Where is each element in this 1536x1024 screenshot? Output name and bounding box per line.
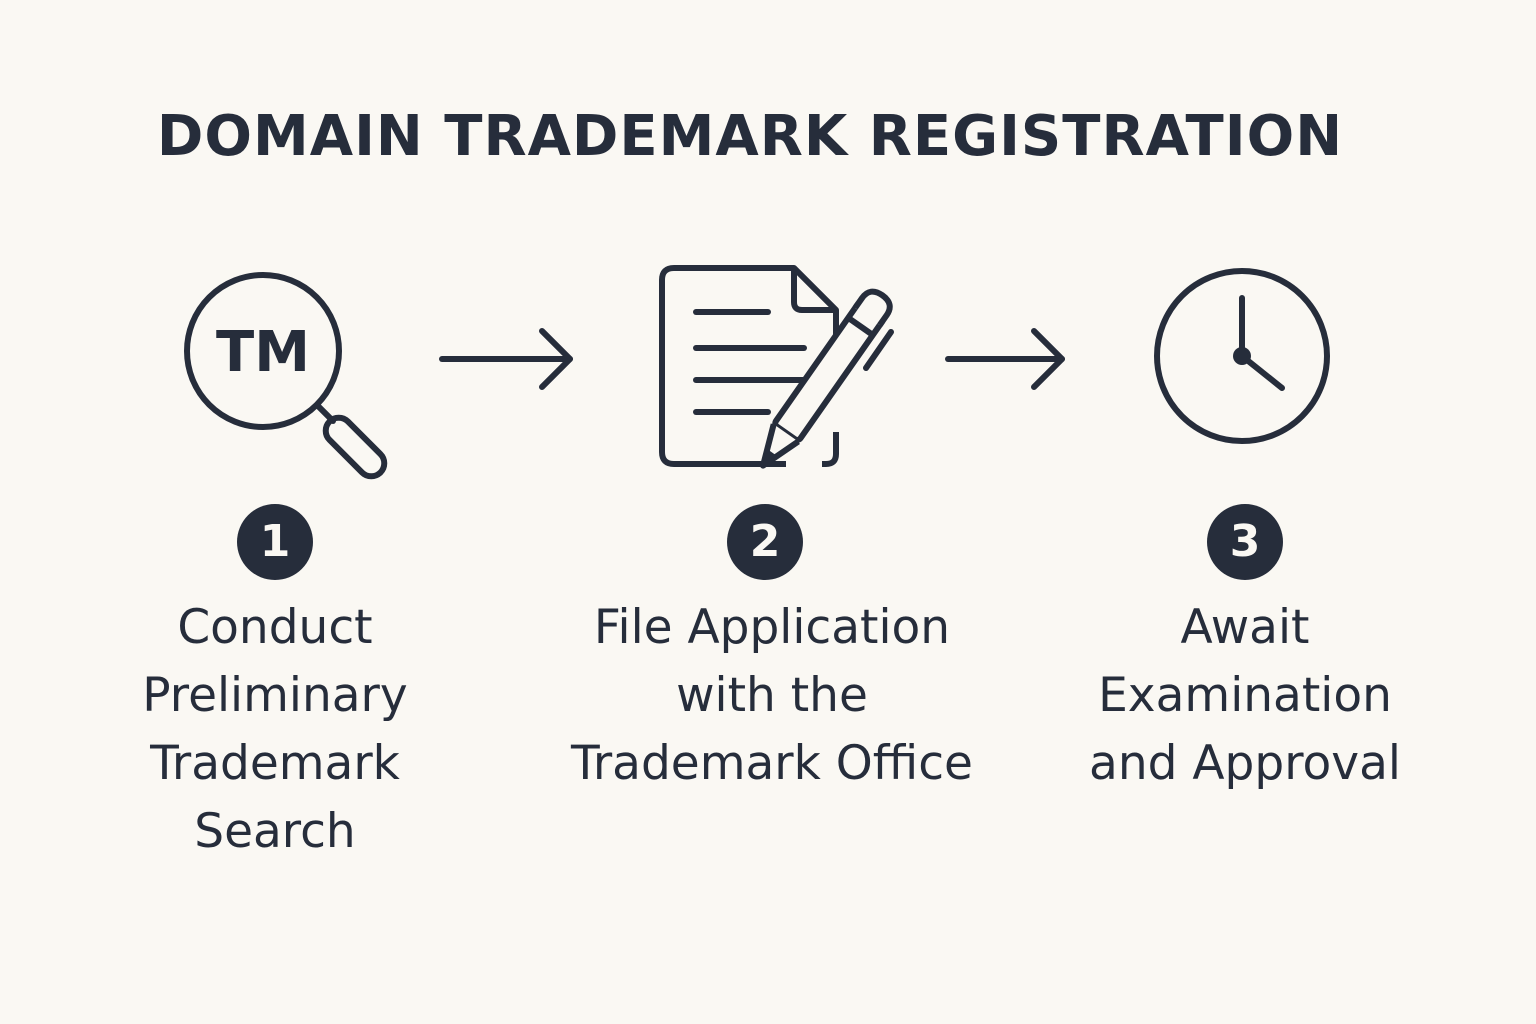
step-label: Conduct Preliminary Trademark Search [35,594,515,866]
step-label-line: with the [676,668,868,723]
step-label-line: Examination [1098,668,1392,723]
step-label-line: Conduct [177,600,373,655]
document-pen-icon [659,265,894,469]
diagram-title: DOMAIN TRADEMARK REGISTRATION [156,104,1344,169]
step-number-badge: 3 [1207,504,1283,580]
trademark-search-icon: TM [184,272,388,480]
step-label-line: Await [1180,600,1310,655]
step-label-line: File Application [593,600,951,655]
step-label: Await Examination and Approval [1005,594,1485,798]
step-label-line: Trademark [150,736,400,791]
step-label-line: and Approval [1089,736,1401,791]
step-label: File Application with the Trademark Offi… [532,594,1012,798]
arrow-right-icon [439,328,573,390]
step-label-line: Preliminary [142,668,408,723]
step-number-badge: 1 [237,504,313,580]
arrow-right-icon [945,328,1065,390]
step-number-badge: 2 [727,504,803,580]
clock-icon [1154,268,1330,444]
step-label-line: Trademark Office [571,736,973,791]
step-label-line: Search [194,804,356,859]
trademark-symbol: TM [216,320,310,385]
